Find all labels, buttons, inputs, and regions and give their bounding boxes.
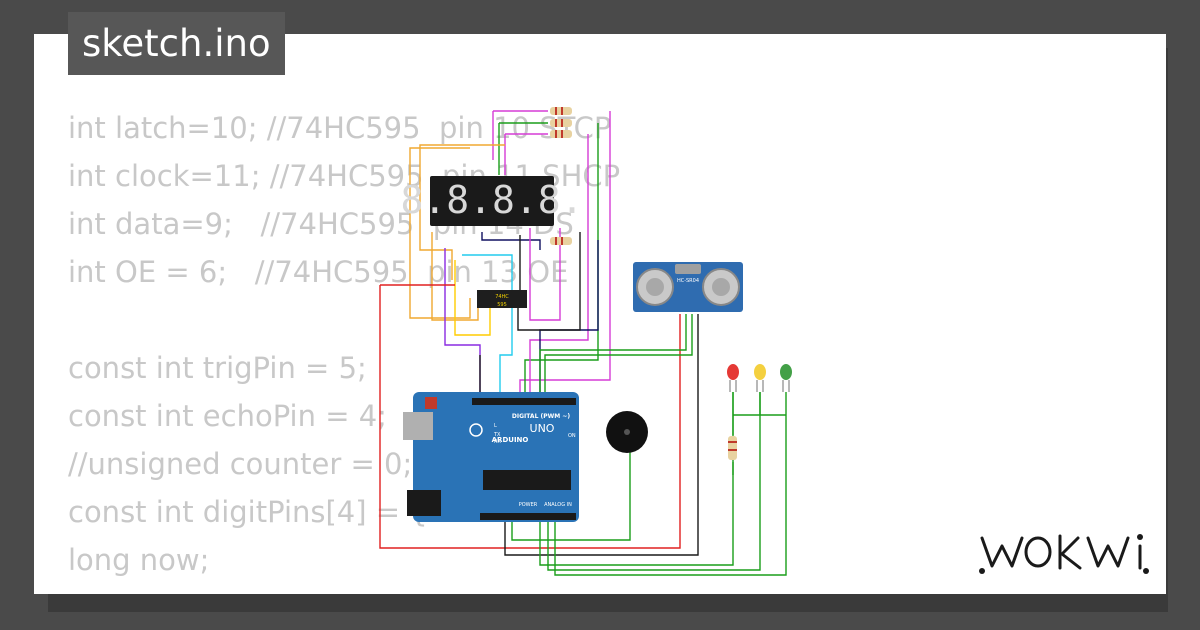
code-line: //unsigned counter = 0; bbox=[68, 447, 413, 481]
usb-port bbox=[403, 412, 433, 440]
arduino-model: UNO bbox=[530, 422, 555, 435]
resistors bbox=[550, 107, 737, 460]
wokwi-logo bbox=[979, 534, 1149, 574]
power-jack bbox=[407, 490, 441, 516]
on-label: ON bbox=[568, 433, 576, 439]
leds bbox=[727, 364, 792, 392]
l-label: L bbox=[494, 423, 497, 429]
resistor bbox=[728, 436, 737, 460]
arduino-infinity-logo bbox=[469, 423, 483, 437]
circuit-diagram: 8.8.8.8. 74HC 595 HC-SR04 bbox=[379, 107, 792, 576]
wires bbox=[379, 110, 787, 576]
green-led bbox=[780, 364, 792, 380]
digital-header bbox=[472, 398, 576, 405]
sensor-label: HC-SR04 bbox=[677, 278, 699, 284]
arduino-uno-board: DIGITAL (PWM ~) ARDUINO UNO POWER ANALOG… bbox=[403, 392, 579, 522]
analog-header bbox=[480, 513, 576, 520]
display-digits: 8.8.8.8. bbox=[400, 178, 583, 222]
arduino-brand: ARDUINO bbox=[492, 436, 529, 444]
reset-button bbox=[425, 397, 437, 409]
chip-label: 74HC bbox=[495, 294, 509, 300]
sketch-title: sketch.ino bbox=[68, 12, 285, 75]
yellow-led bbox=[754, 364, 766, 380]
shift-register-chip: 74HC 595 bbox=[477, 290, 527, 308]
analog-label: ANALOG IN bbox=[544, 502, 572, 508]
code-line: long now; bbox=[68, 543, 210, 577]
chip-sublabel: 595 bbox=[497, 302, 507, 308]
tx-label: TX bbox=[493, 432, 501, 438]
seven-segment-display: 8.8.8.8. bbox=[400, 176, 584, 226]
power-label: POWER bbox=[519, 502, 538, 508]
code-line: int latch=10; //74HC595 pin 10 STCP bbox=[68, 111, 612, 145]
code-line: int OE = 6; //74HC595 pin 13 OE bbox=[68, 255, 569, 289]
code-line: const int trigPin = 5; bbox=[68, 351, 367, 385]
code-line: const int echoPin = 4; bbox=[68, 399, 387, 433]
code-line: bool buttonON = false; bbox=[68, 584, 620, 594]
buzzer bbox=[606, 411, 648, 453]
microcontroller-chip bbox=[483, 470, 571, 490]
rx-label: RX bbox=[494, 439, 501, 445]
ultrasonic-sensor: HC-SR04 bbox=[633, 262, 743, 312]
red-led bbox=[727, 364, 739, 380]
digital-label: DIGITAL (PWM ~) bbox=[512, 413, 570, 420]
